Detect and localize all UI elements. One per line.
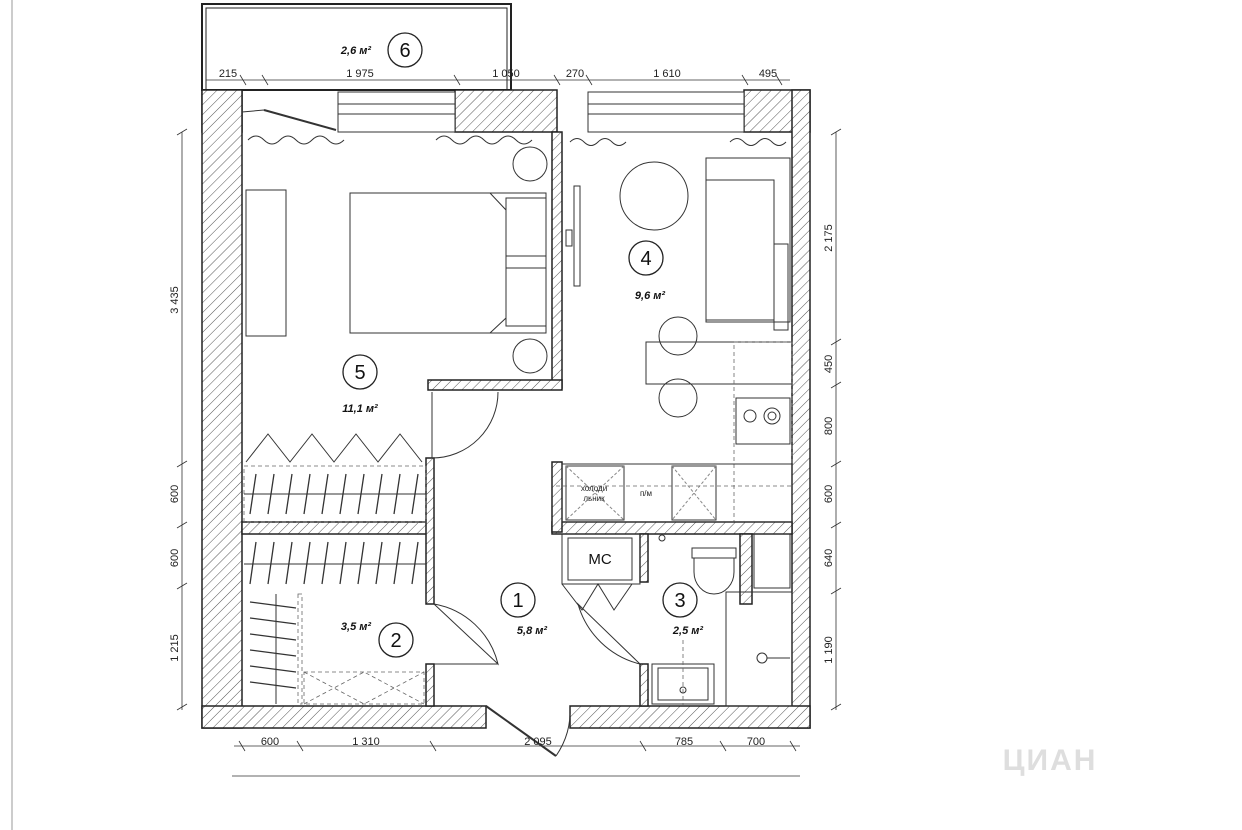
balcony: [201, 3, 512, 91]
dim-left-4: 1 215: [169, 634, 181, 662]
room-2-number: 2: [390, 630, 401, 652]
dim-bottom-4: 785: [675, 736, 693, 748]
fridge-label-line1: холоди: [581, 484, 607, 493]
dim-right-4: 600: [823, 485, 835, 503]
dim-right-1: 2 175: [823, 224, 835, 252]
dim-top-6: 495: [759, 68, 777, 80]
room-4-area: 9,6 м²: [635, 290, 665, 302]
room-2-area: 3,5 м²: [341, 621, 371, 633]
room-3-label: 3 2,5 м²: [662, 582, 703, 637]
dim-top-5: 1 610: [653, 68, 681, 80]
curtains: [247, 135, 787, 146]
dim-right-6: 1 190: [823, 636, 835, 664]
dimension-labels-left: 3 435 600 600 1 215: [169, 286, 181, 662]
interior-walls: [241, 131, 793, 707]
room-4-number: 4: [640, 248, 651, 270]
watermark: ЦИАН: [1003, 744, 1098, 777]
dim-bottom-5: 700: [747, 736, 765, 748]
dimension-labels-top: 215 1 975 1 050 270 1 610 495: [219, 68, 777, 80]
dishwasher-label: п/м: [640, 489, 652, 498]
room-6-number: 6: [399, 40, 410, 62]
dim-bottom-1: 600: [261, 736, 279, 748]
dim-top-4: 270: [566, 68, 584, 80]
room-3-area: 2,5 м²: [672, 625, 703, 637]
fridge-label-line2: льник: [583, 494, 605, 503]
room-1-area: 5,8 м²: [517, 625, 547, 637]
room-3-number: 3: [674, 590, 685, 612]
dimension-labels-bottom: 600 1 310 2 095 785 700: [261, 736, 765, 748]
hall-bath-fixtures: [485, 533, 793, 757]
room-1-label: 1 5,8 м²: [500, 582, 547, 637]
room-2-label: 2 3,5 м²: [341, 621, 414, 658]
bedroom-furniture: [245, 146, 548, 463]
closet-hangers: [244, 541, 499, 705]
dim-left-3: 600: [169, 549, 181, 567]
dimension-labels-right: 2 175 450 800 600 640 1 190: [823, 224, 835, 664]
room-1-number: 1: [512, 590, 523, 612]
windows: [241, 91, 745, 133]
dim-bottom-2: 1 310: [352, 736, 380, 748]
exterior-walls: [201, 89, 811, 729]
dim-bottom-3: 2 095: [524, 736, 552, 748]
room-4-label: 4 9,6 м²: [628, 240, 665, 302]
room-6-area: 2,6 м²: [340, 45, 371, 57]
dim-top-2: 1 975: [346, 68, 374, 80]
dim-right-5: 640: [823, 549, 835, 567]
dim-top-3: 1 050: [492, 68, 520, 80]
dim-left-2: 600: [169, 485, 181, 503]
dim-top-1: 215: [219, 68, 237, 80]
room-5-area: 11,1 м²: [342, 403, 378, 415]
room-6-label: 6 2,6 м²: [340, 32, 423, 68]
living-furniture: [556, 157, 793, 523]
washer-label: МС: [588, 551, 611, 568]
room-5-number: 5: [354, 362, 365, 384]
wardrobe-hangers: [243, 465, 427, 523]
dimension-lines: [176, 74, 842, 777]
dim-right-2: 450: [823, 355, 835, 373]
dim-right-3: 800: [823, 417, 835, 435]
room-5-label: 5 11,1 м²: [342, 354, 378, 415]
dim-left-1: 3 435: [169, 286, 181, 314]
